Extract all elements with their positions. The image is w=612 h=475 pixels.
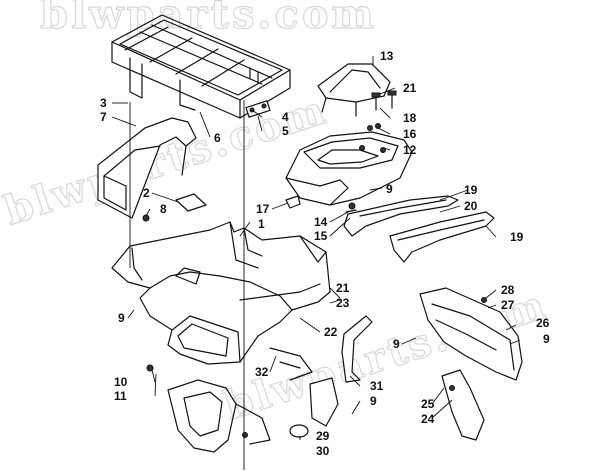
callout-1: 1 — [258, 217, 265, 231]
callout-25: 25 — [421, 397, 435, 411]
callout-24: 24 — [421, 412, 435, 426]
callout-9-bracket: 9 — [370, 394, 377, 408]
callout-18: 18 — [403, 111, 417, 125]
rear-fender-extension-part[interactable] — [97, 117, 197, 219]
pad-part[interactable] — [175, 193, 207, 212]
watermark-top: blwparts.com — [40, 0, 377, 38]
callout-2: 2 — [143, 186, 150, 200]
callout-26: 26 — [536, 316, 550, 330]
callout-6: 6 — [214, 131, 221, 145]
callout-20: 20 — [464, 199, 478, 213]
callout-15: 15 — [314, 229, 328, 243]
callout-9-left: 9 — [118, 311, 125, 325]
callout-21-lower: 21 — [336, 281, 350, 295]
callout-9-guard: 9 — [393, 337, 400, 351]
callout-28: 28 — [501, 283, 515, 297]
callout-29: 29 — [316, 429, 330, 443]
rear-rack-part[interactable] — [111, 14, 291, 119]
storage-lid-part[interactable] — [317, 63, 391, 117]
side-panel-lower-part[interactable] — [389, 211, 495, 263]
side-panel-upper-part[interactable] — [343, 195, 459, 237]
clip-part[interactable] — [345, 202, 357, 213]
callout-3: 3 — [100, 96, 107, 110]
frame-detail — [146, 347, 313, 453]
bracket-part[interactable] — [341, 315, 373, 383]
callout-16: 16 — [403, 127, 417, 141]
box-tab-part[interactable] — [285, 195, 301, 209]
callout-23: 23 — [336, 296, 350, 310]
callout-30: 30 — [316, 444, 330, 458]
leader-lines — [111, 56, 521, 470]
callout-19-lower: 19 — [510, 230, 524, 244]
splash-plate-part[interactable] — [289, 377, 339, 438]
storage-box-part[interactable] — [285, 131, 413, 206]
callout-17: 17 — [256, 202, 270, 216]
callout-19-upper: 19 — [464, 183, 478, 197]
callout-8: 8 — [160, 202, 167, 216]
callout-14: 14 — [314, 215, 328, 229]
callout-10: 10 — [114, 375, 128, 389]
callout-9-box: 9 — [386, 182, 393, 196]
callout-5: 5 — [282, 124, 289, 138]
screw-set-part[interactable] — [367, 90, 397, 131]
callout-32: 32 — [255, 365, 269, 379]
lower-plate-part[interactable] — [441, 369, 485, 441]
callout-7: 7 — [100, 110, 107, 124]
callout-13: 13 — [380, 49, 394, 63]
rivet-part[interactable] — [142, 214, 150, 222]
callout-21: 21 — [403, 81, 417, 95]
callout-9-right: 9 — [543, 332, 550, 346]
mud-guard-part[interactable] — [419, 287, 523, 381]
callout-31: 31 — [370, 379, 384, 393]
callout-labels: 13 21 18 16 12 3 7 4 5 6 2 8 9 19 20 19 … — [100, 49, 550, 458]
callout-22: 22 — [324, 325, 338, 339]
callout-27: 27 — [501, 298, 515, 312]
callout-11: 11 — [114, 389, 127, 403]
watermark-middle: blwparts.com — [0, 86, 333, 235]
callout-12: 12 — [403, 143, 417, 157]
callout-4: 4 — [282, 110, 289, 124]
rear-body-part[interactable] — [111, 221, 331, 365]
